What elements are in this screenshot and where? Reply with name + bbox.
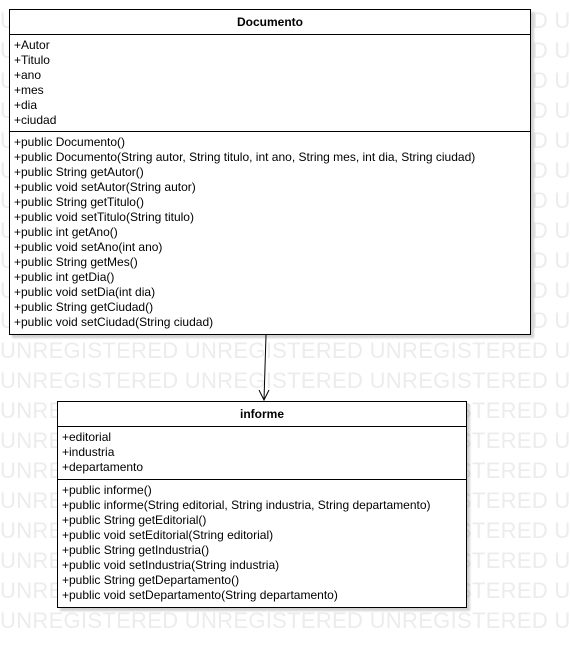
attribute-editorial[interactable]: +editorial [62,430,112,444]
method-get-departamento[interactable]: +public String getDepartamento() [62,573,240,587]
attribute-mes[interactable]: +mes [14,83,44,97]
attribute-dia[interactable]: +dia [14,98,38,112]
class-documento[interactable]: Documento +Autor +Titulo +ano +mes +dia … [9,9,531,335]
attribute-departamento[interactable]: +departamento [62,460,144,474]
method-set-departamento[interactable]: +public void setDepartamento(String depa… [62,588,338,602]
class-informe[interactable]: informe +editorial +industria +departame… [57,401,467,608]
method-set-titulo[interactable]: +public void setTitulo(String titulo) [14,210,194,224]
attribute-ano[interactable]: +ano [14,68,42,82]
attribute-ciudad[interactable]: +ciudad [14,113,57,127]
method-get-ano[interactable]: +public int getAno() [14,225,118,239]
method-informe-constructor[interactable]: +public informe() [62,483,152,497]
methods-section-informe: +public informe() +public informe(String… [58,480,466,606]
class-title-informe[interactable]: informe [58,402,466,427]
arrow-head [258,389,270,402]
methods-section-documento: +public Documento() +public Documento(St… [10,132,530,333]
method-get-dia[interactable]: +public int getDia() [14,270,115,284]
method-get-mes[interactable]: +public String getMes() [14,255,138,269]
attributes-section-documento: +Autor +Titulo +ano +mes +dia +ciudad [10,35,530,132]
method-get-ciudad[interactable]: +public String getCiudad() [14,300,154,314]
attribute-autor[interactable]: +Autor [14,38,50,52]
method-get-industria[interactable]: +public String getIndustria() [62,543,210,557]
attribute-titulo[interactable]: +Titulo [14,53,50,67]
method-get-autor[interactable]: +public String getAutor() [14,165,144,179]
method-set-ano[interactable]: +public void setAno(int ano) [14,240,163,254]
method-get-editorial[interactable]: +public String getEditorial() [62,513,207,527]
method-set-editorial[interactable]: +public void setEditorial(String editori… [62,528,274,542]
method-get-titulo[interactable]: +public String getTitulo() [14,195,144,209]
method-documento-constructor-full[interactable]: +public Documento(String autor, String t… [14,150,476,164]
method-documento-constructor[interactable]: +public Documento() [14,135,126,149]
method-set-industria[interactable]: +public void setIndustria(String industr… [62,558,280,572]
class-title-documento[interactable]: Documento [10,10,530,35]
arrow-line [263,334,267,401]
method-informe-constructor-full[interactable]: +public informe(String editorial, String… [62,498,431,512]
attributes-section-informe: +editorial +industria +departamento [58,427,466,480]
method-set-dia[interactable]: +public void setDia(int dia) [14,285,156,299]
method-set-autor[interactable]: +public void setAutor(String autor) [14,180,196,194]
method-set-ciudad[interactable]: +public void setCiudad(String ciudad) [14,315,214,329]
attribute-industria[interactable]: +industria [62,445,115,459]
